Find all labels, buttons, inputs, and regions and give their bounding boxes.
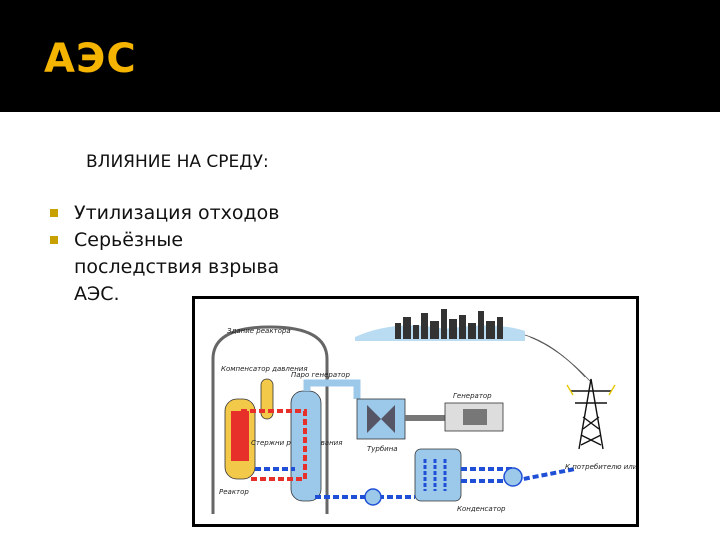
slide-title: АЭС: [44, 36, 137, 82]
bullet-item: Утилизация отходов: [50, 200, 310, 227]
cooling-pump-icon: [503, 467, 523, 487]
grid-label: К потребителю или сети: [565, 463, 636, 471]
condenser: [414, 448, 462, 502]
power-line: [529, 336, 591, 382]
pump-icon: [364, 488, 382, 506]
steam-gen-label: Паро генератор: [291, 371, 350, 379]
bullet-item: Серьёзные последствия взрыва АЭС.: [50, 227, 310, 308]
slide-header: [0, 0, 720, 112]
npp-diagram-svg: Здание реактора Компенсатор давления Реа…: [211, 309, 636, 514]
steam-pipe: [303, 379, 361, 399]
bullet-text: Серьёзные последствия взрыва АЭС.: [74, 229, 280, 305]
slide-subtitle: ВЛИЯНИЕ НА СРЕДУ:: [86, 152, 269, 172]
bullet-marker-icon: [50, 236, 58, 244]
turbine-blades-icon: [367, 405, 395, 433]
bullet-marker-icon: [50, 209, 58, 217]
turbine-shaft: [405, 415, 445, 421]
bullet-list: Утилизация отходов Серьёзные последствия…: [50, 200, 310, 308]
city-skyline-icon: [355, 309, 525, 341]
condenser-label: Конденсатор: [457, 505, 506, 513]
turbine-label: Турбина: [367, 445, 398, 453]
compensator-label: Компенсатор давления: [221, 365, 308, 373]
building-label: Здание реактора: [227, 327, 291, 335]
power-line: [524, 334, 586, 378]
npp-diagram: Здание реактора Компенсатор давления Реа…: [192, 296, 639, 527]
generator-label: Генератор: [453, 392, 492, 400]
reactor-label: Реактор: [219, 488, 249, 496]
reactor-building: [211, 325, 329, 514]
condenser-coils: [423, 459, 447, 491]
generator-core: [463, 409, 487, 425]
primary-loop-hot: [238, 409, 307, 481]
cooling-water-pipe: [461, 467, 576, 483]
reactor-core: [231, 411, 249, 461]
bullet-text: Утилизация отходов: [74, 202, 280, 224]
transmission-tower-icon: [566, 378, 616, 450]
